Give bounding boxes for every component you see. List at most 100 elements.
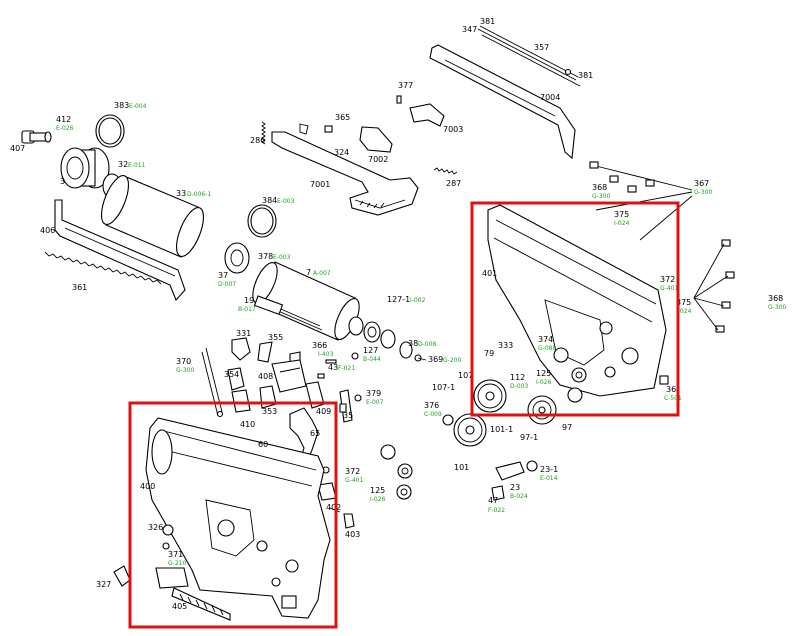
code-374: G-080 xyxy=(538,345,556,352)
code-378: E-003 xyxy=(273,254,291,261)
code-372b: G-401 xyxy=(660,285,678,292)
code-368a: G-300 xyxy=(592,193,610,200)
label-379: 379 xyxy=(366,389,381,398)
label-23-1: 23-1 xyxy=(540,465,558,474)
code-7: A-007 xyxy=(313,270,331,277)
code-36: C-501 xyxy=(664,395,682,402)
code-43: F-021 xyxy=(338,365,355,372)
label-355: 355 xyxy=(268,333,283,342)
label-125b: 125 xyxy=(536,369,551,378)
label-43: 43 xyxy=(328,363,338,372)
code-369: G-200 xyxy=(443,357,461,364)
code-32: E-011 xyxy=(128,162,146,169)
label-368a: 368 xyxy=(592,183,607,192)
label-286: 286 xyxy=(250,136,265,145)
label-372b: 372 xyxy=(660,275,675,284)
label-326: 326 xyxy=(148,523,163,532)
label-377: 377 xyxy=(398,81,413,90)
label-383: 383 xyxy=(114,101,129,110)
label-384: 384 xyxy=(262,196,277,205)
label-368b: 368 xyxy=(768,294,783,303)
bushings-125-right-part xyxy=(553,347,587,403)
code-375b: I-024 xyxy=(676,308,692,315)
label-97-1: 97-1 xyxy=(520,433,538,442)
code-125b: I-026 xyxy=(536,379,552,386)
label-367: 367 xyxy=(694,179,709,188)
left-gearbox-shell-part xyxy=(145,417,331,619)
label-407: 407 xyxy=(10,144,25,153)
label-410: 410 xyxy=(240,420,255,429)
label-357: 357 xyxy=(534,43,549,52)
code-368b: G-300 xyxy=(768,304,786,311)
label-409: 409 xyxy=(316,407,331,416)
spring-287-part xyxy=(433,167,458,175)
label-376: 376 xyxy=(424,401,439,410)
spur-gear-part xyxy=(473,379,507,413)
label-19: 19 xyxy=(244,296,254,305)
cylinder-part xyxy=(101,175,204,258)
code-370: G-300 xyxy=(176,367,194,374)
code-376: C-009 xyxy=(424,411,442,418)
label-107: 107 xyxy=(458,371,473,380)
bushings-125-left-part xyxy=(380,444,413,500)
spring-guide-part xyxy=(54,199,186,302)
small-parts-402-403 xyxy=(317,466,355,529)
label-79: 79 xyxy=(484,349,494,358)
label-347: 347 xyxy=(462,25,477,34)
label-37: 37 xyxy=(218,271,228,280)
bevel-gear-part xyxy=(527,395,557,425)
label-403: 403 xyxy=(345,530,360,539)
label-412: 412 xyxy=(56,115,71,124)
label-371: 371 xyxy=(168,550,183,559)
label-361: 361 xyxy=(72,283,87,292)
code-383: E-004 xyxy=(129,103,147,110)
label-375a: 375 xyxy=(614,210,629,219)
piston-o-ring-part xyxy=(247,204,277,238)
label-378: 378 xyxy=(258,252,273,261)
code-384: E-003 xyxy=(277,198,295,205)
spring-286-part xyxy=(261,121,266,145)
label-101: 101 xyxy=(454,463,469,472)
label-107-1: 107-1 xyxy=(432,383,455,392)
label-408: 408 xyxy=(258,372,273,381)
code-112: D-003 xyxy=(510,383,528,390)
code-371: G-210 xyxy=(168,560,186,567)
release-lever-part xyxy=(359,126,393,153)
label-7002: 7002 xyxy=(368,155,388,164)
code-19: B-017 xyxy=(238,306,256,313)
code-366: I-403 xyxy=(318,351,334,358)
code-47: F-022 xyxy=(488,507,505,514)
right-gearbox-shell-part xyxy=(487,204,669,397)
nozzle-part xyxy=(21,130,52,144)
label-7001: 7001 xyxy=(310,180,330,189)
label-400: 400 xyxy=(140,482,155,491)
o-ring-part xyxy=(95,114,125,148)
label-127: 127 xyxy=(363,346,378,355)
screws-367-part xyxy=(589,161,735,333)
label-47: 47 xyxy=(488,496,498,505)
label-374: 374 xyxy=(538,335,553,344)
label-365: 365 xyxy=(335,113,350,122)
tappet-rod-part xyxy=(477,25,581,87)
spring-guide-washers-part xyxy=(348,316,427,362)
label-112: 112 xyxy=(510,373,525,382)
label-7003: 7003 xyxy=(443,125,463,134)
label-381a: 381 xyxy=(480,17,495,26)
label-287: 287 xyxy=(446,179,461,188)
label-7004: 7004 xyxy=(540,93,560,102)
label-36: 36 xyxy=(666,385,676,394)
label-7: 7 xyxy=(306,268,311,277)
label-353: 353 xyxy=(262,407,277,416)
code-38: D-008 xyxy=(418,341,436,348)
label-327: 327 xyxy=(96,580,111,589)
label-35: 35 xyxy=(343,411,353,420)
label-401: 401 xyxy=(482,269,497,278)
label-405: 405 xyxy=(172,602,187,611)
code-23: B-024 xyxy=(510,493,528,500)
label-60: 60 xyxy=(258,440,268,449)
label-3: 3 xyxy=(60,177,65,186)
highlight-box-left-gearbox xyxy=(128,401,338,629)
label-406: 406 xyxy=(40,226,55,235)
